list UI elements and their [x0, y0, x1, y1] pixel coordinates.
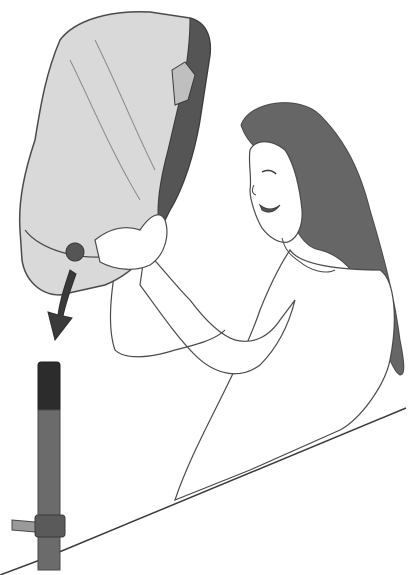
- pole-top: [38, 362, 60, 412]
- pole-collar: [35, 515, 65, 537]
- pole-clamp: [12, 520, 35, 532]
- pole-shaft: [38, 410, 60, 570]
- speaker-pole-socket: [66, 243, 84, 261]
- woman-body: [175, 250, 394, 500]
- tripod-pole-icon: [12, 362, 65, 570]
